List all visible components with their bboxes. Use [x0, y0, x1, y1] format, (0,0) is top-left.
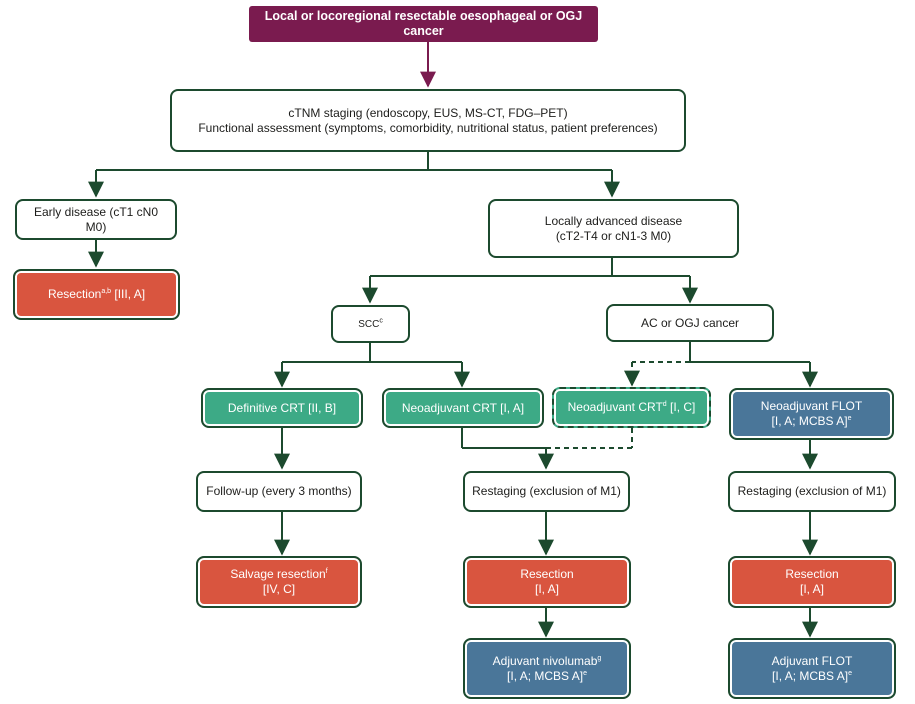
node-adjuvant-flot-line1: Adjuvant FLOT [771, 653, 853, 668]
node-ac-ogj-text: AC or OGJ cancer [640, 315, 740, 330]
footnote-c: c [379, 317, 383, 325]
node-early-disease-text: Early disease (cT1 cN0 M0) [33, 204, 159, 234]
node-definitive-crt-text: Definitive CRT [II, B] [227, 400, 337, 415]
footnote-f: f [325, 568, 328, 575]
node-early-resection-evidence: [III, A] [111, 287, 146, 301]
node-indication: Local or locoregional resectable oesopha… [249, 6, 598, 42]
footnote-d: d [662, 401, 667, 408]
footnote-e-flot: e [847, 415, 852, 422]
node-restaging-ac: Restaging (exclusion of M1) [728, 471, 896, 512]
node-neoadjuvant-crt-ac: Neoadjuvant CRTd [I, C] [552, 387, 711, 428]
node-neoadjuvant-crt-scc-text: Neoadjuvant CRT [I, A] [401, 400, 525, 415]
node-resection-scc-line1: Resection [520, 567, 574, 581]
node-scc: SCCc [331, 305, 410, 343]
node-salvage-resection: Salvage resectionf [IV, C] [196, 556, 362, 608]
footnote-ab: a,b [101, 288, 112, 295]
node-resection-scc: Resection [I, A] [463, 556, 631, 608]
node-early-disease: Early disease (cT1 cN0 M0) [15, 199, 177, 240]
node-neoadjuvant-crt-ac-text: Neoadjuvant CRT [567, 400, 663, 414]
node-locally-advanced: Locally advanced disease (cT2-T4 or cN1-… [488, 199, 739, 258]
node-staging-line1: cTNM staging (endoscopy, EUS, MS-CT, FDG… [288, 105, 568, 120]
node-adjuvant-nivolumab-line2: [I, A; MCBS A] [507, 668, 584, 683]
node-salvage-resection-line1: Salvage resection [230, 567, 326, 581]
node-follow-up-text: Follow-up (every 3 months) [206, 484, 352, 498]
node-adjuvant-nivolumab-line1: Adjuvant nivolumab [492, 653, 598, 668]
node-early-resection-text: Resection [47, 287, 102, 301]
node-follow-up: Follow-up (every 3 months) [196, 471, 362, 512]
node-neoadjuvant-flot: Neoadjuvant FLOT [I, A; MCBS A]e [729, 388, 894, 440]
node-locally-advanced-line2: (cT2-T4 or cN1-3 M0) [555, 228, 672, 243]
node-ac-ogj: AC or OGJ cancer [606, 304, 774, 342]
node-restaging-scc-text: Restaging (exclusion of M1) [472, 484, 621, 498]
node-locally-advanced-line1: Locally advanced disease [544, 213, 683, 228]
node-adjuvant-nivolumab: Adjuvant nivolumabg [I, A; MCBS A]e [463, 638, 631, 699]
node-restaging-scc: Restaging (exclusion of M1) [463, 471, 630, 512]
node-restaging-ac-text: Restaging (exclusion of M1) [737, 484, 887, 498]
node-neoadjuvant-flot-line2: [I, A; MCBS A] [771, 414, 848, 428]
node-neoadjuvant-flot-line1: Neoadjuvant FLOT [760, 399, 863, 413]
node-resection-ac-line1: Resection [785, 567, 839, 581]
footnote-e-adj-flot: e [848, 669, 852, 677]
node-adjuvant-flot-line2: [I, A; MCBS A] [772, 668, 849, 683]
footnote-g: g [597, 654, 602, 662]
node-resection-scc-line2: [I, A] [534, 582, 559, 596]
node-salvage-resection-line2: [IV, C] [262, 582, 296, 596]
node-neoadjuvant-crt-scc: Neoadjuvant CRT [I, A] [382, 388, 544, 428]
node-neoadjuvant-crt-ac-evidence: [I, C] [666, 400, 696, 414]
node-early-resection: Resectiona,b [III, A] [13, 269, 180, 320]
node-staging-line2: Functional assessment (symptoms, comorbi… [198, 120, 658, 135]
node-scc-text: SCC [358, 318, 380, 330]
node-staging: cTNM staging (endoscopy, EUS, MS-CT, FDG… [170, 89, 686, 152]
node-adjuvant-flot: Adjuvant FLOT [I, A; MCBS A]e [728, 638, 896, 699]
node-resection-ac: Resection [I, A] [728, 556, 896, 608]
footnote-e-nivo: e [583, 669, 587, 677]
node-indication-text: Local or locoregional resectable oesopha… [264, 9, 583, 38]
node-definitive-crt: Definitive CRT [II, B] [201, 388, 363, 428]
node-resection-ac-line2: [I, A] [799, 582, 824, 596]
